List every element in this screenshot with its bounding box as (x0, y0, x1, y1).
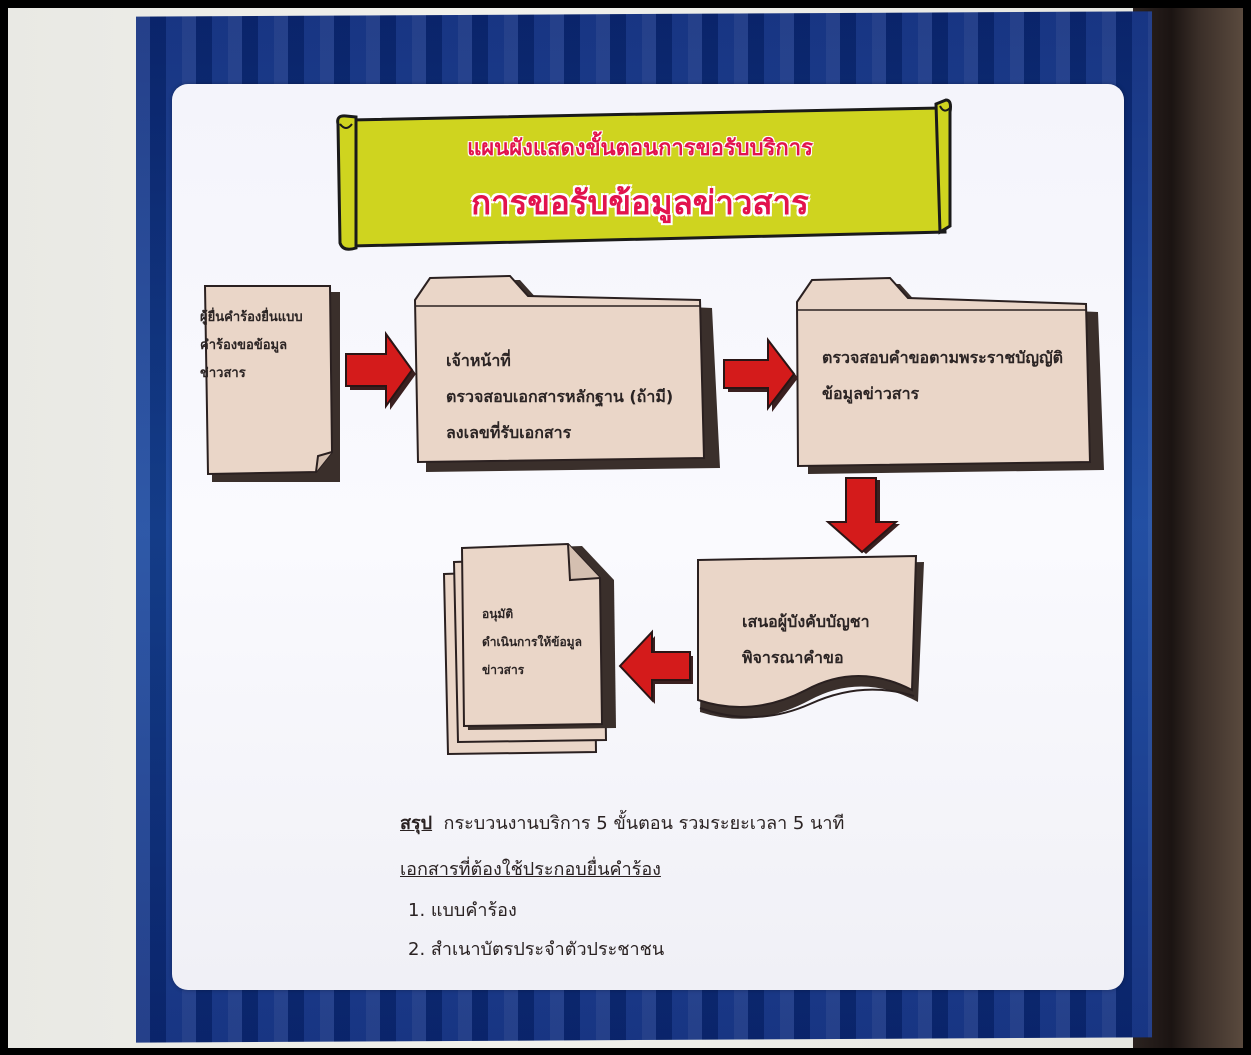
step3-line: ตรวจสอบคำขอตามพระราชบัญญัติ (822, 348, 1064, 367)
step5-line: อนุมัติ (482, 607, 514, 621)
step4-wavy-document-shape (697, 554, 924, 719)
step3-folder-shape (795, 276, 1104, 474)
banner-title: การขอรับข้อมูลข่าวสาร (471, 183, 809, 222)
summary-text: กระบวนงานบริการ 5 ขั้นตอน รวมระยะเวลา 5 … (443, 813, 845, 834)
step1-line: ผู้ยื่นคำร้องยื่นแบบ (200, 310, 303, 325)
step2-line: ลงเลขที่รับเอกสาร (446, 423, 572, 442)
documents-heading: เอกสารที่ต้องใช้ประกอบยื่นคำร้อง (400, 859, 661, 880)
step5-line: ดำเนินการให้ข้อมูล (482, 635, 582, 649)
summary-label: สรุป (400, 813, 433, 834)
document-item: 2. สำเนาบัตรประจำตัวประชาชน (408, 939, 665, 960)
step2-folder-shape (413, 274, 720, 472)
summary-line: สรุป กระบวนงานบริการ 5 ขั้นตอน รวมระยะเว… (400, 808, 960, 837)
step4-text: เสนอผู้บังคับบัญชา พิจารณาคำขอ (742, 604, 912, 676)
document-item: 1. แบบคำร้อง (408, 900, 517, 921)
banner-subtitle: แผนผังแสดงขั้นตอนการขอรับบริการ (467, 136, 813, 161)
step2-line: ตรวจสอบเอกสารหลักฐาน (ถ้ามี) (446, 387, 674, 406)
title-banner (336, 98, 952, 251)
step2-line: เจ้าหน้าที่ (446, 351, 511, 370)
step5-line: ข่าวสาร (482, 663, 525, 677)
step3-line: ข้อมูลข่าวสาร (822, 384, 920, 403)
arrow-step4-to-step5 (618, 629, 693, 704)
step5-text: อนุมัติ ดำเนินการให้ข้อมูล ข่าวสาร (482, 600, 602, 684)
step1-line: คำร้องขอข้อมูล (200, 338, 288, 353)
step2-text: เจ้าหน้าที่ ตรวจสอบเอกสารหลักฐาน (ถ้ามี)… (446, 343, 706, 451)
step3-text: ตรวจสอบคำขอตามพระราชบัญญัติ ข้อมูลข่าวสา… (822, 340, 1092, 412)
step1-line: ข่าวสาร (200, 366, 246, 381)
step5-stacked-documents-shape (442, 542, 616, 756)
step1-text: ผู้ยื่นคำร้องยื่นแบบ คำร้องขอข้อมูล ข่าว… (200, 304, 325, 388)
arrow-step1-to-step2 (345, 330, 416, 410)
arrow-step2-to-step3 (723, 337, 798, 412)
step4-line: เสนอผู้บังคับบัญชา (742, 612, 870, 631)
arrow-step3-to-step4 (825, 477, 900, 554)
step1-document-shape (203, 285, 340, 482)
step4-line: พิจารณาคำขอ (742, 648, 844, 667)
